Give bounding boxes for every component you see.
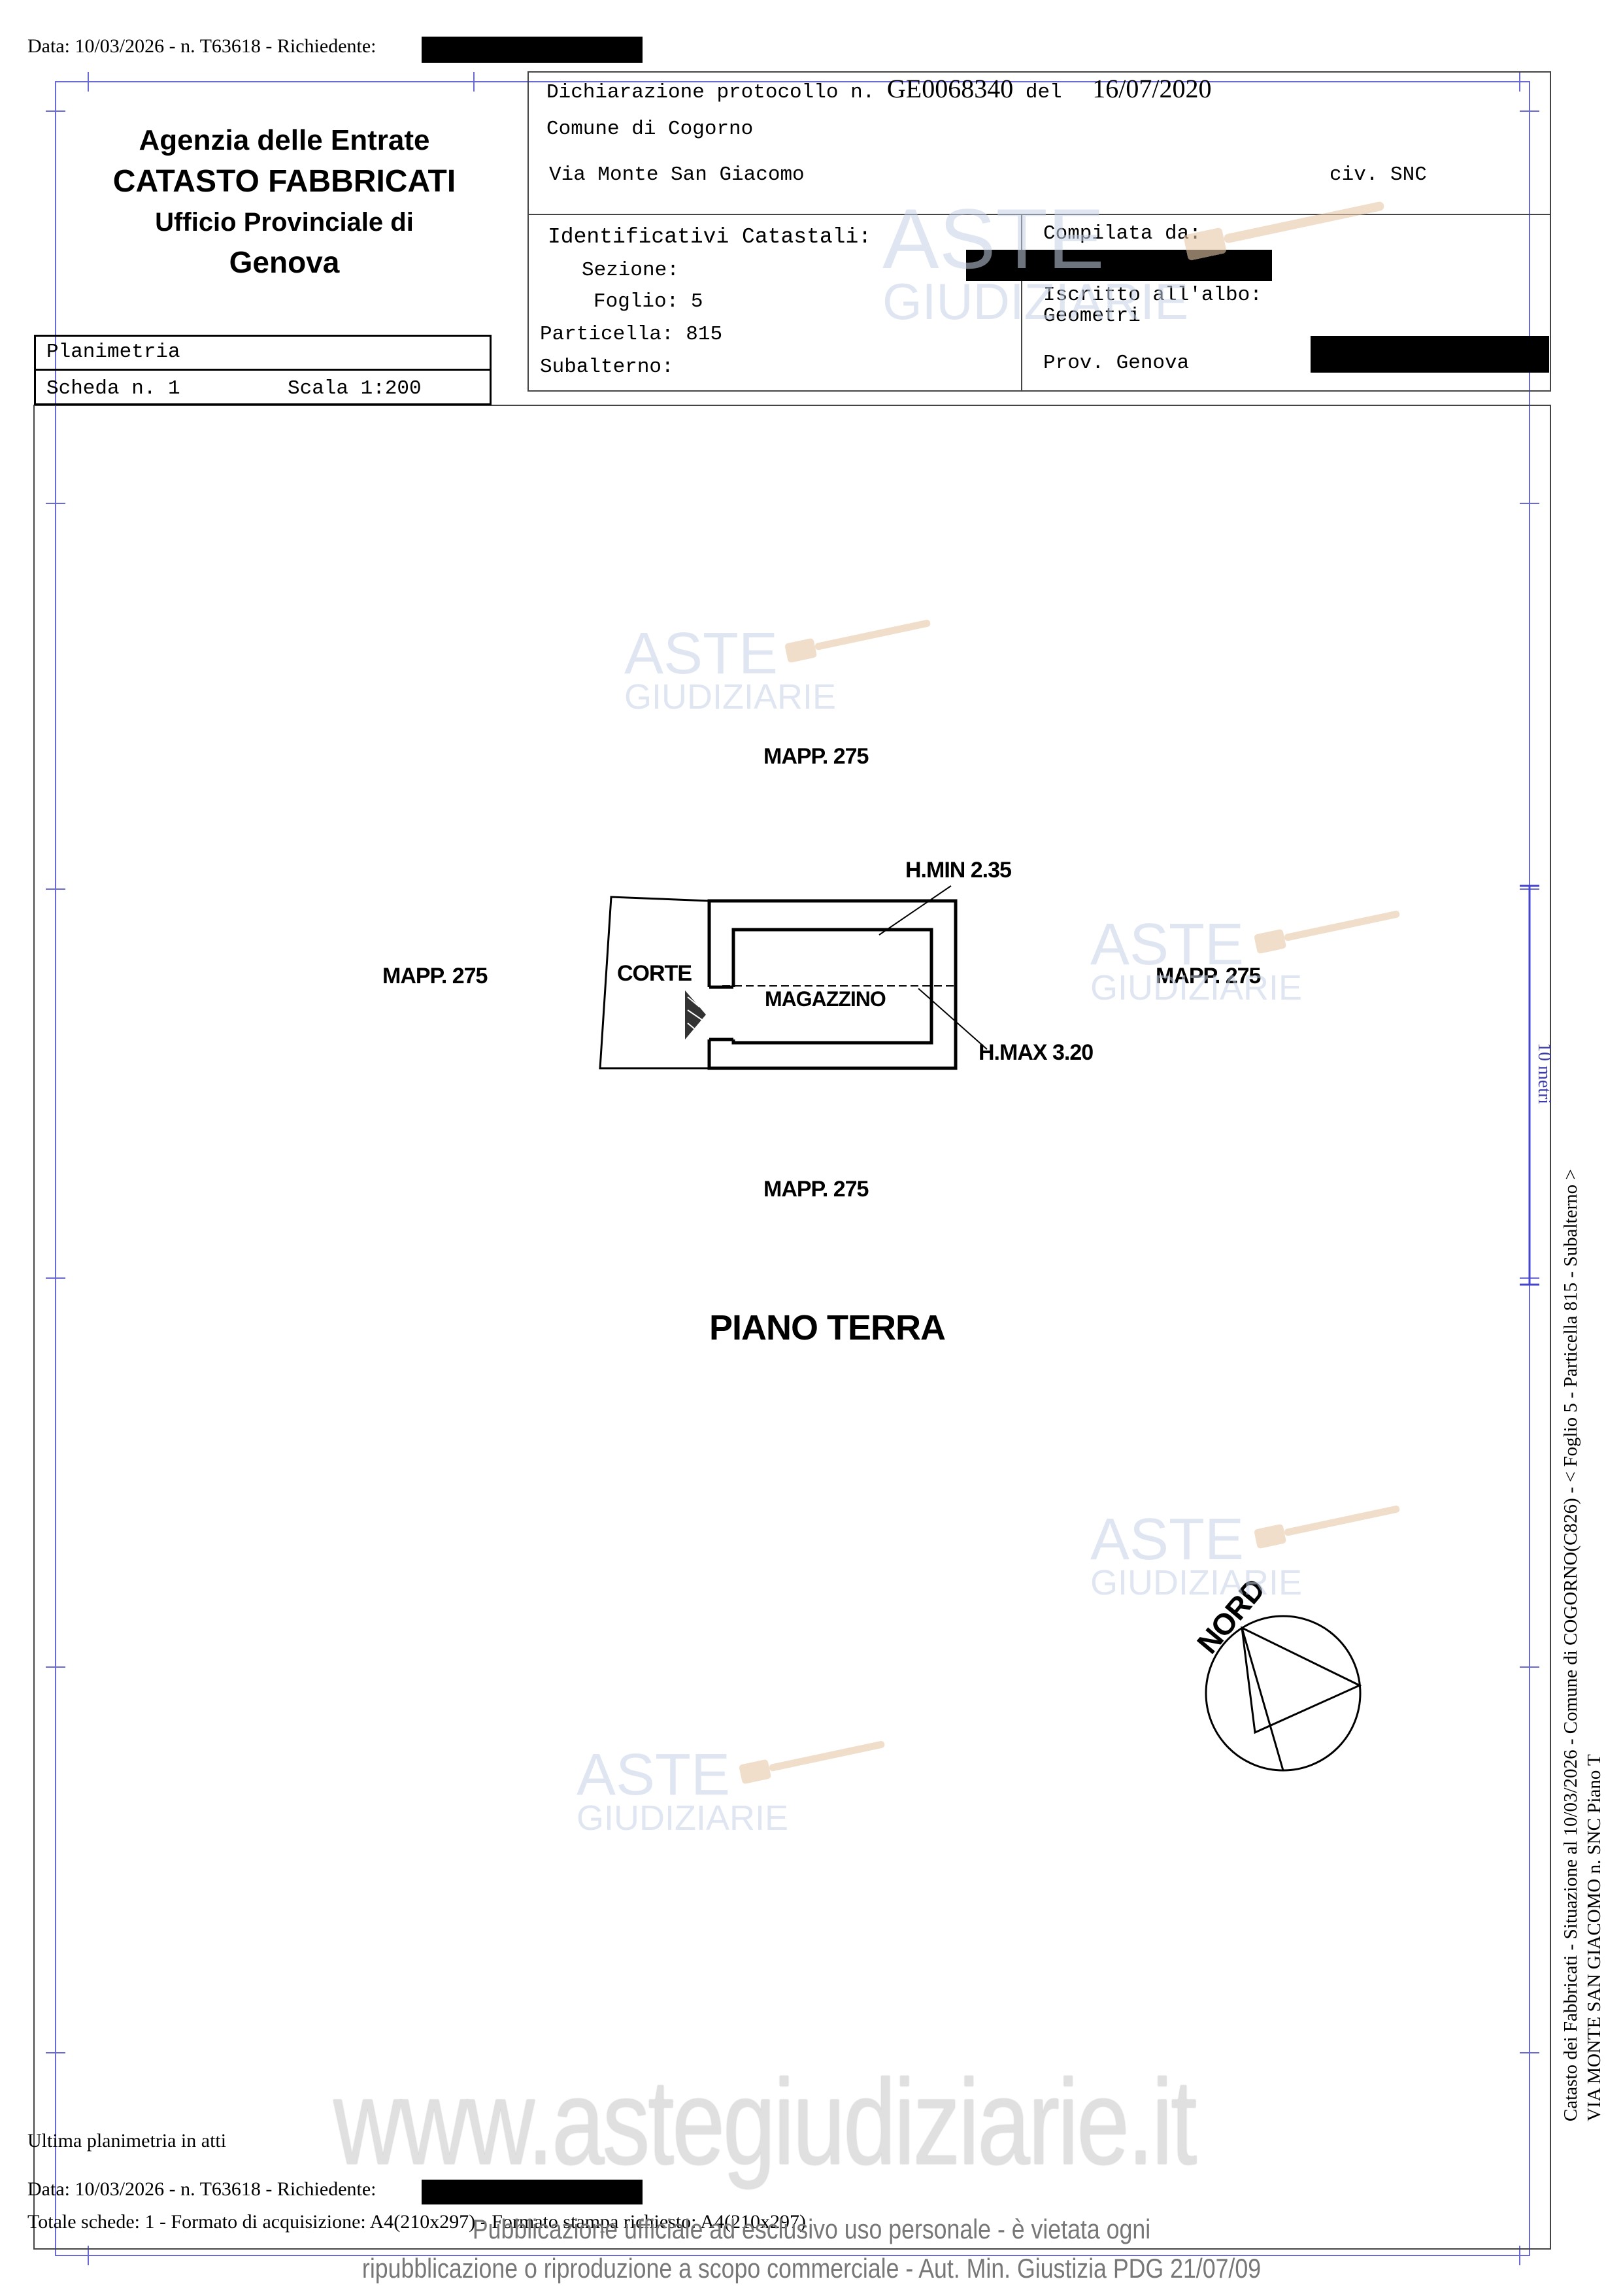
prov-redaction bbox=[1311, 336, 1549, 373]
gavel-icon bbox=[784, 619, 931, 663]
print-header: Data: 10/03/2026 - n. T63618 - Richieden… bbox=[27, 35, 376, 58]
ufficio-city: Genova bbox=[229, 245, 340, 279]
agency-name: Agenzia delle Entrate bbox=[139, 124, 430, 156]
compiler-title: Compilata da: bbox=[1043, 222, 1201, 245]
albo-label: Iscritto all'albo: bbox=[1043, 284, 1262, 307]
watermark-aste-4: ASTE GIUDIZIARIE bbox=[1090, 1507, 1303, 1602]
protocol-number: GE0068340 bbox=[886, 74, 1014, 103]
building-walls bbox=[707, 899, 958, 1070]
footer-data-line: Data: 10/03/2026 - n. T63618 - Richieden… bbox=[27, 2178, 376, 2200]
declaration-line: Dichiarazione protocollo n. GE0068340 de… bbox=[546, 73, 1212, 104]
corte-outline bbox=[599, 896, 710, 1070]
side-text-line1: Catasto dei Fabbricati - Situazione al 1… bbox=[1560, 1169, 1581, 2121]
hmin-leader bbox=[878, 885, 952, 936]
scala-label: Scala 1:200 bbox=[288, 377, 422, 400]
watermark-aste-5: ASTE GIUDIZIARIE bbox=[577, 1742, 789, 1838]
mapp-top: MAPP. 275 bbox=[763, 744, 869, 769]
watermark-aste-1: ASTE GIUDIZIARIE bbox=[882, 191, 1189, 330]
redaction-bar bbox=[422, 37, 643, 63]
particella-label: Particella: 815 bbox=[540, 323, 723, 346]
watermark-aste-2: ASTE GIUDIZIARIE bbox=[624, 621, 837, 717]
hmax-leader bbox=[918, 988, 988, 1050]
hmin-label: H.MIN 2.35 bbox=[905, 858, 1012, 883]
north-symbol bbox=[1205, 1615, 1362, 1772]
gavel-icon bbox=[739, 1740, 885, 1784]
footer-totale: Totale schede: 1 - Formato di acquisizio… bbox=[27, 2211, 806, 2233]
footer-redaction bbox=[422, 2180, 643, 2204]
catasto-title: CATASTO FABBRICATI bbox=[112, 164, 456, 199]
floor-title: PIANO TERRA bbox=[709, 1308, 946, 1347]
notice-line1: Pubblicazione ufficiale ad esclusivo uso… bbox=[472, 2214, 1151, 2244]
agency-block: Agenzia delle Entrate CATASTO FABBRICATI… bbox=[59, 121, 510, 283]
ufficio-label: Ufficio Provinciale di bbox=[155, 208, 414, 237]
prov-label: Prov. Genova bbox=[1043, 352, 1190, 375]
side-text-line2: VIA MONTE SAN GIACOMO n. SNC Piano T bbox=[1584, 1754, 1605, 2121]
gavel-icon bbox=[1254, 910, 1400, 954]
print-header-text: Data: 10/03/2026 - n. T63618 - Richieden… bbox=[27, 35, 376, 57]
scheda-box: Scheda n. 1 Scala 1:200 bbox=[34, 369, 492, 405]
corte-label: CORTE bbox=[617, 961, 692, 986]
compiler-redaction bbox=[966, 250, 1272, 281]
watermark-aste-3: ASTE GIUDIZIARIE bbox=[1090, 912, 1303, 1007]
planimetria-label: Planimetria bbox=[46, 341, 180, 363]
civico-label: civ. SNC bbox=[1330, 163, 1427, 186]
albo-value: Geometri bbox=[1043, 305, 1141, 328]
declaration-date: 16/07/2020 bbox=[1092, 74, 1212, 103]
sezione-label: Sezione: bbox=[582, 259, 679, 282]
publication-notice: Pubblicazione ufficiale ad esclusivo uso… bbox=[0, 2210, 1623, 2288]
subalterno-label: Subalterno: bbox=[540, 356, 674, 379]
mapp-bottom: MAPP. 275 bbox=[763, 1177, 869, 1202]
room-label: MAGAZZINO bbox=[765, 987, 886, 1011]
side-text: Catasto dei Fabbricati - Situazione al 1… bbox=[1559, 1169, 1606, 2121]
scheda-label: Scheda n. 1 bbox=[46, 377, 180, 400]
mapp-left: MAPP. 275 bbox=[382, 964, 488, 988]
gavel-icon bbox=[1254, 1505, 1400, 1549]
via-label: Via Monte San Giacomo bbox=[549, 163, 805, 186]
site-watermark: www.astegiudiziarie.it bbox=[333, 2055, 1197, 2190]
hmax-label: H.MAX 3.20 bbox=[979, 1040, 1094, 1065]
comune-label: Comune di Cogorno bbox=[546, 118, 754, 141]
del-label: del bbox=[1025, 81, 1062, 104]
notice-line2: ripubblicazione o riproduzione a scopo c… bbox=[361, 2253, 1262, 2284]
declaration-prefix: Dichiarazione protocollo n. bbox=[546, 81, 875, 104]
identifiers-title: Identificativi Catastali: bbox=[548, 225, 872, 249]
last-plan-label: Ultima planimetria in atti bbox=[27, 2130, 227, 2152]
foglio-label: Foglio: 5 bbox=[594, 290, 703, 313]
mapp-right: MAPP. 275 bbox=[1156, 964, 1261, 988]
gavel-icon bbox=[1184, 201, 1384, 261]
